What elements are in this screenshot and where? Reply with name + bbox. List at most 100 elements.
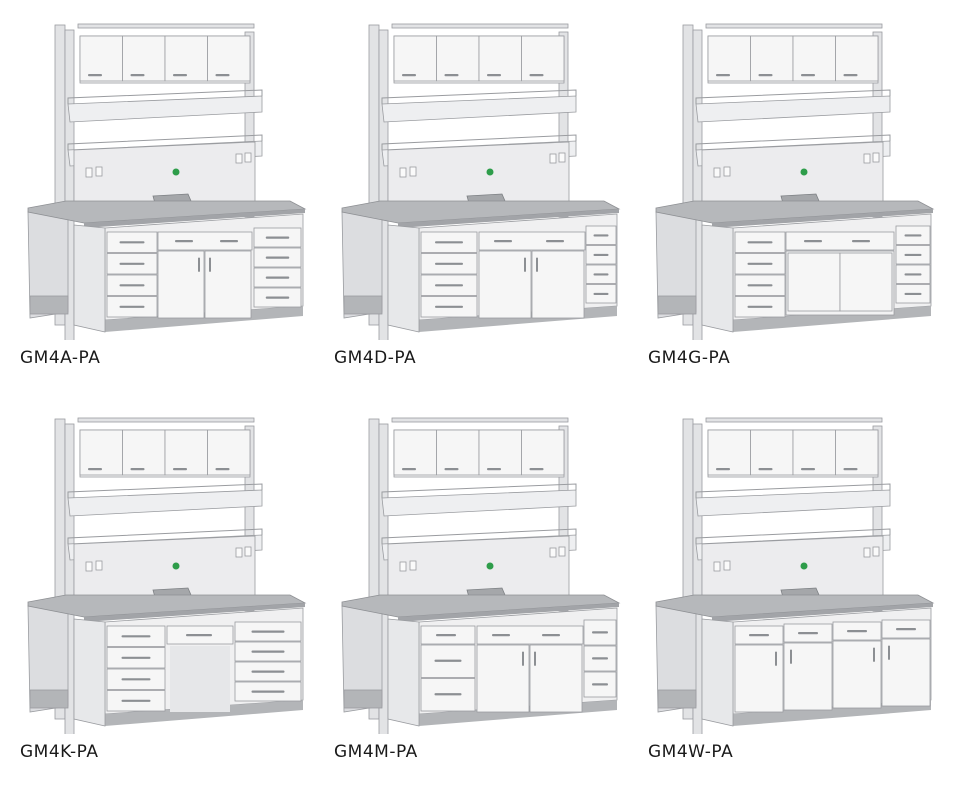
cabinet-door	[478, 250, 532, 319]
top-rail	[705, 417, 883, 423]
top-rail	[77, 23, 255, 29]
drawer-handle	[130, 468, 145, 471]
base-side	[387, 224, 420, 333]
gas-valve-icon	[486, 168, 494, 176]
power-outlet	[872, 546, 880, 557]
drawer-handle	[592, 657, 608, 660]
drawer-handle	[265, 236, 290, 239]
drawer-handle	[119, 284, 145, 287]
drawer-handle	[121, 699, 151, 702]
wall-cabinet-door	[707, 35, 751, 82]
sliding-door	[839, 252, 893, 312]
wall-cabinet-door	[835, 429, 879, 476]
power-outlet	[244, 152, 252, 163]
side-plinth	[657, 295, 697, 315]
shelf-guard-rail	[695, 89, 891, 104]
shelf-guard-rail	[67, 89, 263, 104]
wall-cabinet-door	[792, 35, 836, 82]
drawer-handle	[119, 241, 145, 244]
drawer-handle	[251, 670, 285, 673]
drawer-handle	[121, 678, 151, 681]
drawer-handle	[435, 241, 463, 244]
cabinet-door	[531, 250, 585, 319]
top-rail	[77, 417, 255, 423]
drawer-handle	[758, 468, 773, 471]
door-handle	[790, 649, 792, 664]
drawer-handle	[904, 273, 922, 276]
upright-right	[558, 31, 569, 218]
drawer-handle	[896, 628, 916, 631]
drawer-handle	[593, 273, 609, 276]
power-outlet	[863, 547, 871, 558]
drawer-handle	[592, 631, 608, 634]
drawer-handle	[492, 634, 510, 637]
power-outlet	[713, 167, 721, 178]
base-side	[73, 224, 106, 333]
drawer-handle	[801, 74, 815, 77]
power-outlet	[85, 561, 93, 572]
power-outlet	[549, 547, 557, 558]
shelf-guard-rail	[381, 528, 577, 544]
power-outlet	[244, 546, 252, 557]
door-handle	[524, 257, 526, 272]
product-card: GM4W-PA	[628, 394, 935, 774]
power-outlet	[558, 152, 566, 163]
model-label: GM4M-PA	[334, 742, 418, 762]
lab-bench-illustration	[655, 23, 935, 340]
drawer-handle	[265, 256, 290, 259]
wall-cabinet-door	[207, 429, 251, 476]
wall-cabinet-door	[750, 429, 794, 476]
model-label: GM4G-PA	[648, 348, 731, 368]
power-outlet	[872, 152, 880, 163]
drawer-handle	[173, 74, 187, 77]
worktop-edge	[84, 603, 305, 622]
worktop-edge	[712, 209, 933, 228]
gas-valve-icon	[172, 562, 180, 570]
drawer-handle	[716, 74, 730, 77]
wall-cabinet-door	[207, 35, 251, 82]
drawer-handle	[843, 74, 858, 77]
drawer-handle	[444, 468, 459, 471]
power-outlet	[399, 561, 407, 572]
side-plinth	[657, 689, 697, 709]
shelf-guard-rail	[67, 134, 263, 150]
cabinet-door	[529, 644, 583, 713]
wall-cabinet-door	[393, 35, 437, 82]
drawer-handle	[121, 635, 151, 638]
lab-bench-illustration	[341, 23, 621, 340]
drawer-handle	[542, 634, 560, 637]
power-outlet	[723, 560, 731, 571]
lab-bench-illustration	[27, 23, 307, 340]
shelf-guard-rail	[381, 89, 577, 104]
drawer-handle	[251, 690, 285, 693]
drawer-handle	[593, 292, 609, 296]
cabinet-door	[476, 644, 530, 713]
drawer-handle	[747, 284, 773, 287]
drawer-front	[476, 625, 584, 645]
upright-right	[244, 31, 255, 218]
gas-valve-icon	[172, 168, 180, 176]
reagent-shelf	[695, 95, 891, 123]
reagent-shelf	[381, 95, 577, 123]
drawer-handle	[88, 74, 102, 77]
model-label: GM4K-PA	[20, 742, 99, 762]
drawer-handle	[215, 74, 230, 77]
drawer-handle	[265, 296, 290, 299]
drawer-handle	[593, 253, 609, 257]
reagent-shelf	[695, 489, 891, 517]
shelf-guard-rail	[381, 134, 577, 150]
drawer-handle	[119, 262, 145, 265]
drawer-handle	[593, 234, 609, 237]
drawer-handle	[749, 634, 769, 637]
power-outlet	[95, 166, 103, 177]
wall-cabinet-door	[436, 35, 480, 82]
drawer-handle	[251, 650, 285, 653]
drawer-handle	[173, 468, 187, 471]
top-rail	[391, 417, 569, 423]
drawer-handle	[434, 693, 462, 696]
drawer-handle	[747, 262, 773, 265]
worktop-edge	[398, 209, 619, 228]
cabinet-door	[783, 642, 833, 711]
power-outlet	[558, 546, 566, 557]
